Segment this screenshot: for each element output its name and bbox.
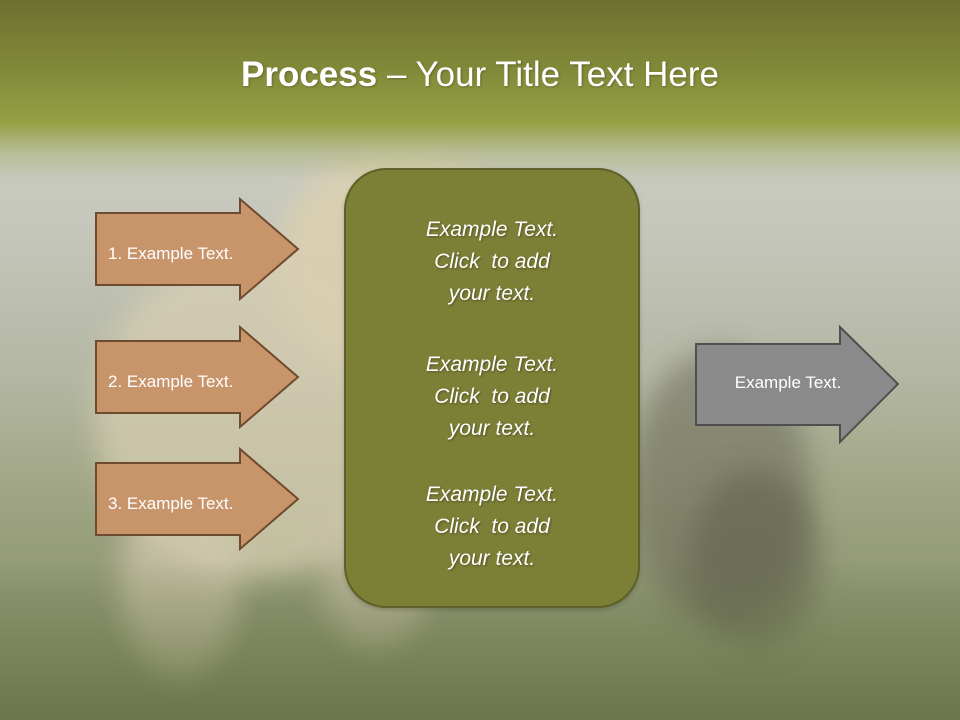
arrow-shape	[695, 324, 900, 445]
arrow-shape	[95, 196, 300, 302]
block-line: your text.	[448, 282, 536, 305]
slide-title[interactable]: Process – Your Title Text Here	[0, 52, 960, 98]
block-line: Click to add	[434, 385, 550, 408]
output-label: Example Text.	[734, 373, 842, 392]
step-arrow-1[interactable]: 1. Example Text.	[95, 196, 300, 302]
process-text-block-3[interactable]: Example Text. Click to add your text.	[346, 479, 638, 575]
step-label: 1. Example Text.	[108, 244, 234, 263]
process-box[interactable]: Example Text. Click to add your text. Ex…	[344, 168, 640, 608]
block-line: Example Text.	[425, 218, 559, 241]
arrow-shape	[95, 446, 300, 552]
output-arrow[interactable]: Example Text.	[695, 324, 900, 445]
step-arrow-2[interactable]: 2. Example Text.	[95, 324, 300, 430]
block-line: Example Text.	[425, 353, 559, 376]
process-text-block-1[interactable]: Example Text. Click to add your text.	[346, 214, 638, 310]
step-arrow-3[interactable]: 3. Example Text.	[95, 446, 300, 552]
title-strong: Process	[241, 55, 378, 94]
process-text-block-2[interactable]: Example Text. Click to add your text.	[346, 349, 638, 445]
block-line: Click to add	[434, 515, 550, 538]
block-line: Click to add	[434, 250, 550, 273]
block-line: your text.	[448, 547, 536, 570]
step-label: 3. Example Text.	[108, 494, 234, 513]
block-line: Example Text.	[425, 483, 559, 506]
block-line: your text.	[448, 417, 536, 440]
title-band	[0, 0, 960, 180]
step-label: 2. Example Text.	[108, 372, 234, 391]
arrow-shape	[95, 324, 300, 430]
title-rest: – Your Title Text Here	[377, 55, 719, 94]
